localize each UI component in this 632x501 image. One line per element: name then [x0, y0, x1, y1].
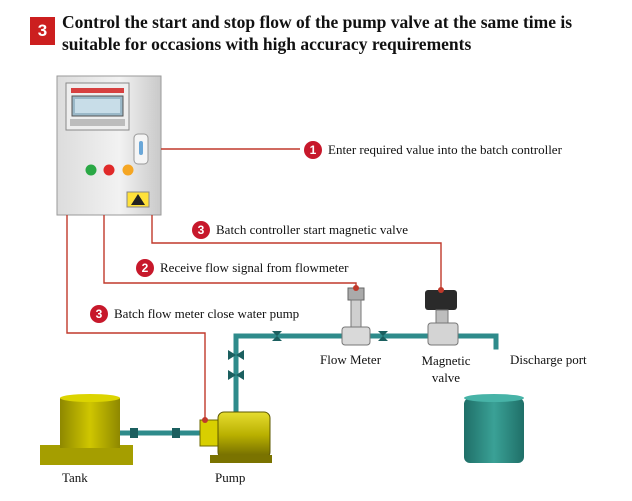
step-number: 1 [304, 141, 322, 159]
red-indicator-light [103, 164, 115, 176]
step-start-valve: 3 Batch controller start magnetic valve [192, 221, 408, 239]
step-number: 2 [136, 259, 154, 277]
tank-label: Tank [62, 470, 88, 485]
flow-meter-label: Flow Meter [320, 352, 382, 367]
magnetic-valve-label: Magnetic valve [421, 353, 471, 385]
step-text: Batch flow meter close water pump [114, 306, 300, 321]
page-title: Control the start and stop flow of the p… [62, 12, 573, 54]
flow-meter-signal-point [353, 285, 359, 291]
magnetic-valve [425, 290, 459, 346]
step-close-pump: 3 Batch flow meter close water pump [90, 305, 299, 323]
pump [199, 411, 272, 463]
discharge-port-label: Discharge port [510, 352, 587, 367]
orange-indicator-light [122, 164, 134, 176]
flow-meter [341, 287, 371, 346]
pipe-valves [130, 331, 388, 438]
discharge-container [464, 394, 524, 463]
step-number: 3 [192, 221, 210, 239]
pump-signal-point [202, 417, 208, 423]
step-enter-value: 1 Enter required value into the batch co… [304, 141, 562, 159]
green-indicator-light [85, 164, 97, 176]
step-text: Enter required value into the batch cont… [328, 142, 562, 157]
magnetic-valve-signal-point [438, 287, 444, 293]
step-number: 3 [90, 305, 108, 323]
step-receive-signal: 2 Receive flow signal from flowmeter [136, 259, 348, 277]
tank [40, 394, 133, 465]
step-text: Batch controller start magnetic valve [216, 222, 409, 237]
pump-label: Pump [215, 470, 246, 485]
step-badge: 3 [30, 17, 55, 45]
step-text: Receive flow signal from flowmeter [160, 260, 349, 275]
batch-controller-cabinet [56, 75, 162, 216]
